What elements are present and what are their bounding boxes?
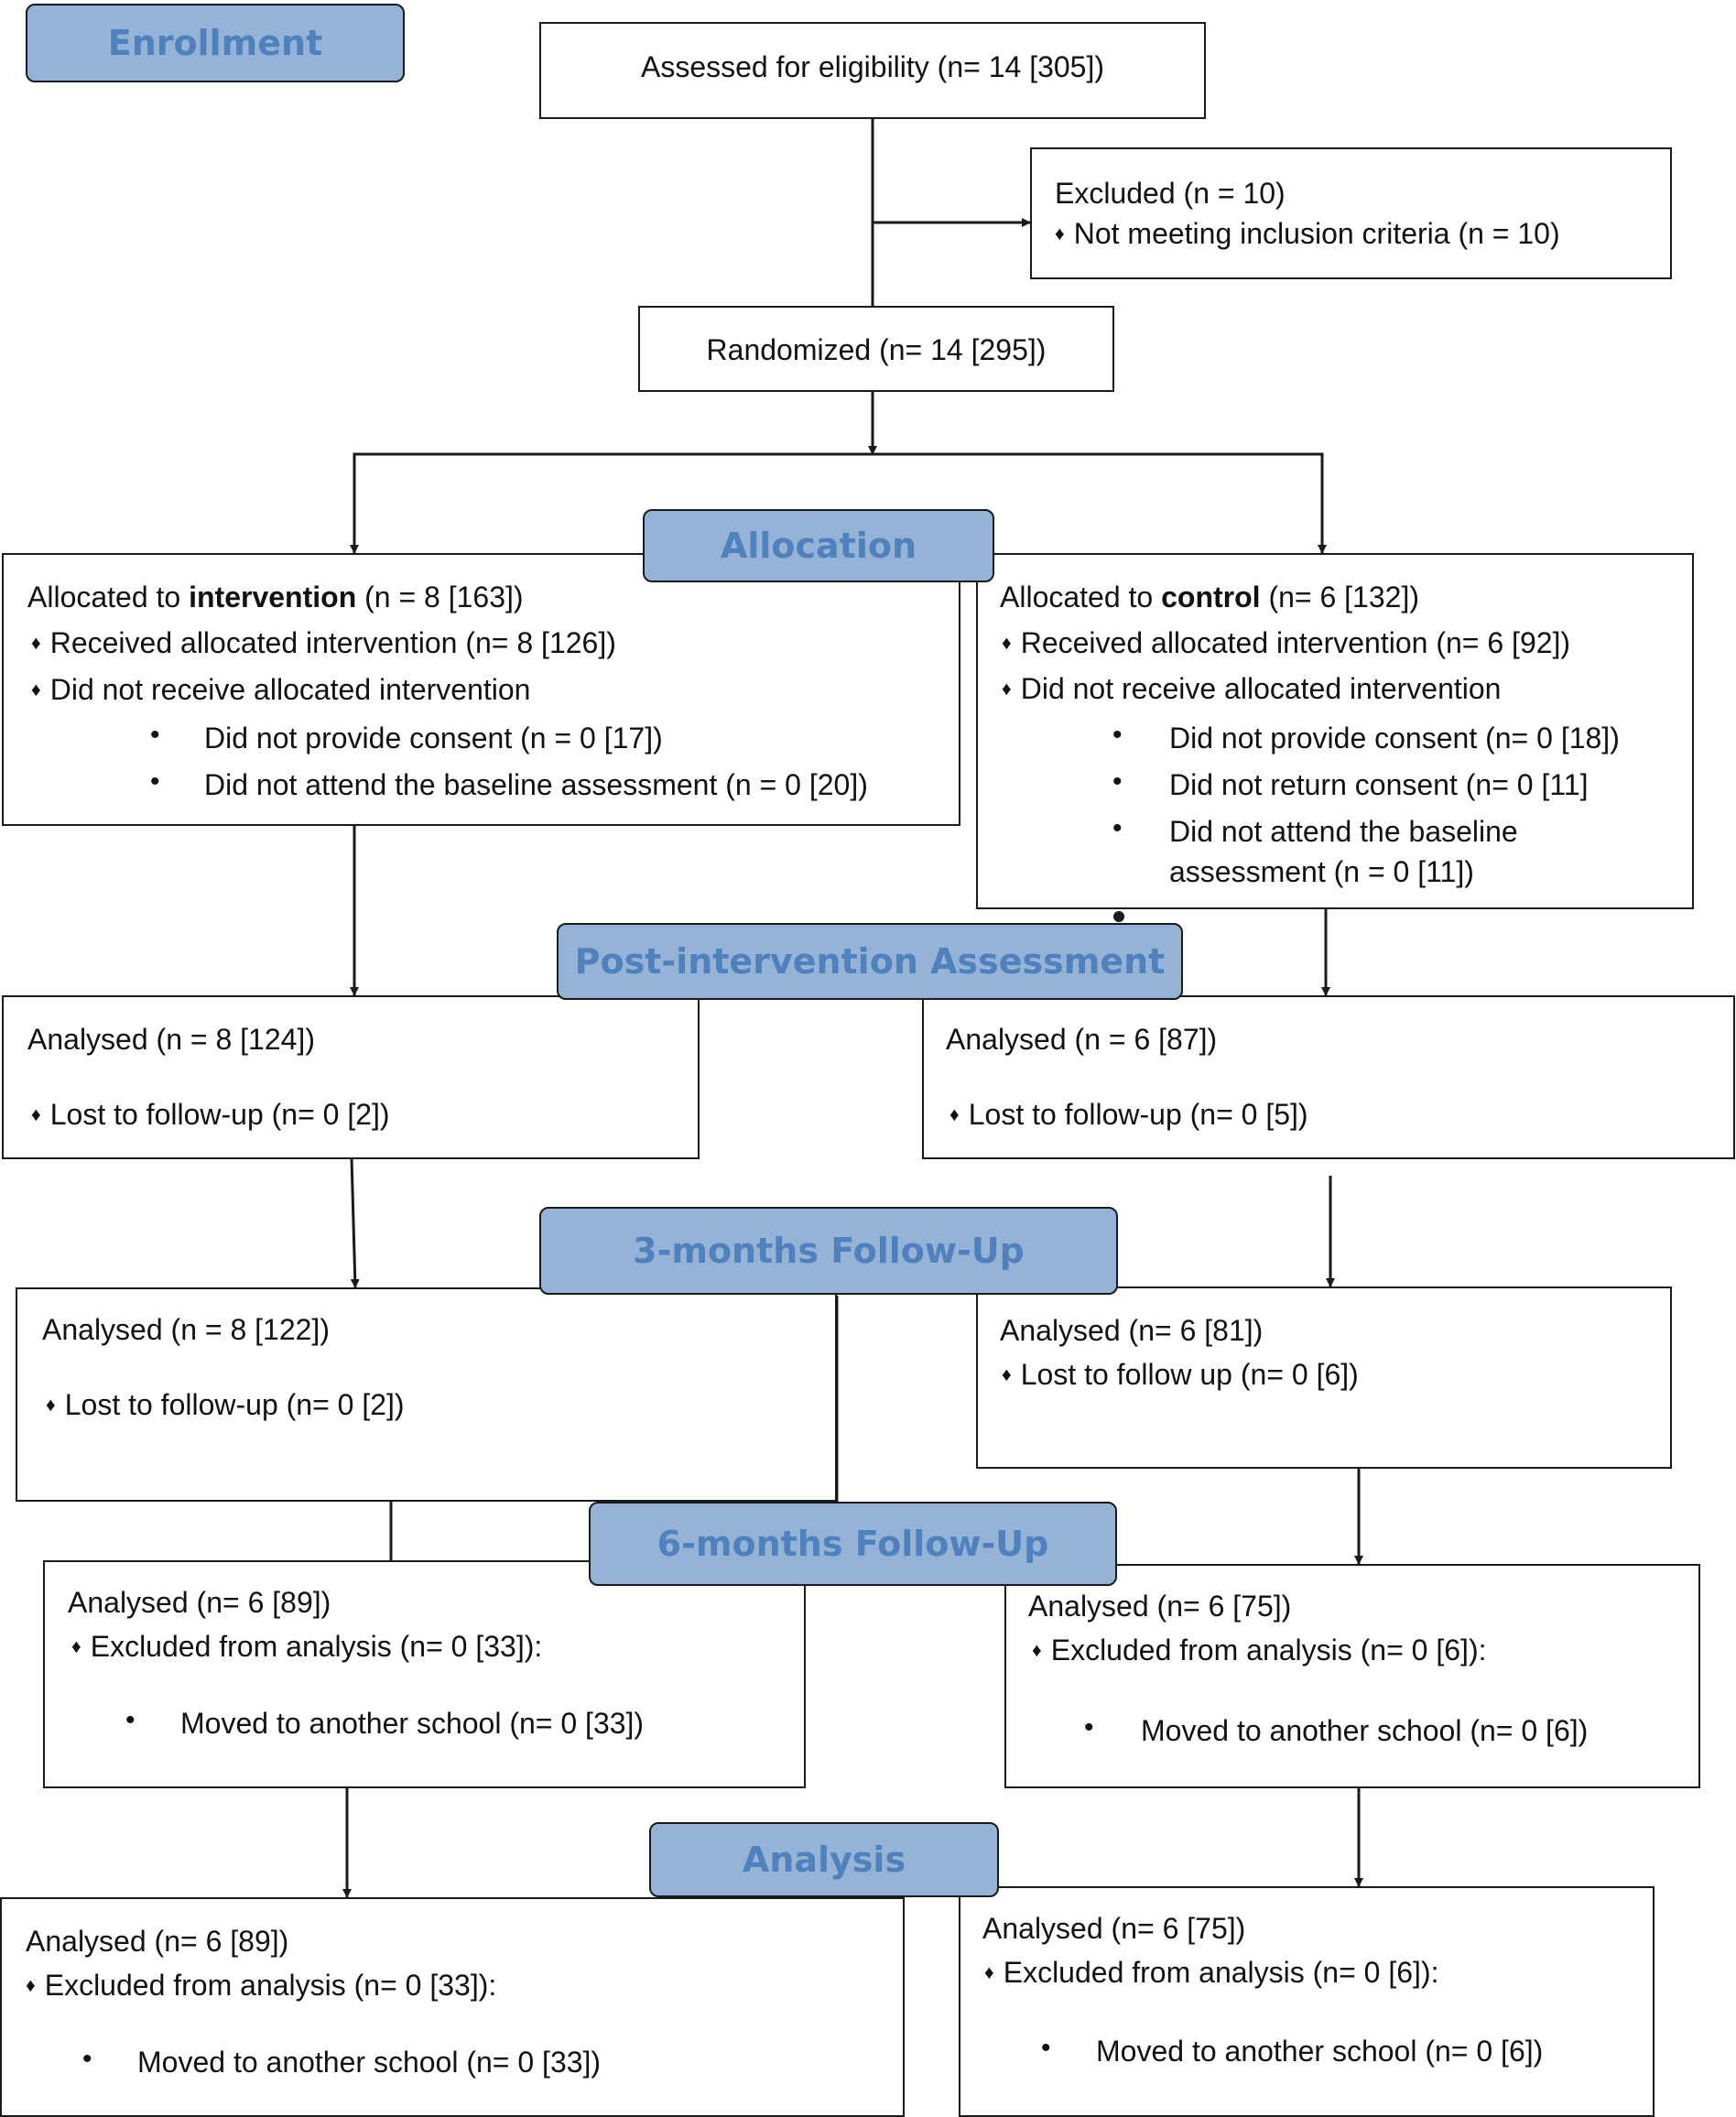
control-3m-lost: Lost to follow up (n= 0 [6]) <box>1002 1356 1359 1393</box>
stage-6-months: 6-months Follow-Up <box>589 1502 1117 1586</box>
control-baseline-line1: Did not attend the baseline <box>1169 815 1518 848</box>
control-6m-excluded: Excluded from analysis (n= 0 [6]): <box>1032 1632 1487 1668</box>
intervention-analysis-analysed: Analysed (n= 6 [89]) <box>26 1925 289 1958</box>
split-line <box>353 452 1324 553</box>
excluded-box: Excluded (n = 10) Not meeting inclusion … <box>1030 147 1672 279</box>
control-consent: Did not provide consent (n= 0 [18]) <box>1169 722 1620 755</box>
intervention-post-box: Analysed (n = 8 [124]) Lost to follow-up… <box>2 995 700 1159</box>
stage-enrollment: Enrollment <box>26 4 405 82</box>
control-alloc-bold: control <box>1161 581 1261 613</box>
control-post-lost: Lost to follow-up (n= 0 [5]) <box>949 1096 1308 1133</box>
assessed-text: Assessed for eligibility (n= 14 [305]) <box>640 50 1105 83</box>
bullet-dot: • <box>82 2044 92 2074</box>
stage-analysis: Analysis <box>649 1822 999 1897</box>
control-alloc-suffix: (n= 6 [132]) <box>1260 581 1419 613</box>
intervention-3m-analysed: Analysed (n = 8 [122]) <box>42 1313 330 1346</box>
intervention-analysis-moved: Moved to another school (n= 0 [33]) <box>137 2046 602 2079</box>
control-alloc-title: Allocated to control (n= 6 [132]) <box>1000 579 1419 615</box>
control-6m-box: Analysed (n= 6 [75]) Excluded from analy… <box>1004 1564 1700 1788</box>
arrow-3m-intervention <box>350 1156 360 1288</box>
stray-dot <box>1113 911 1124 922</box>
intervention-received: Received allocated intervention (n= 8 [1… <box>31 624 616 661</box>
control-not-received: Did not receive allocated intervention <box>1002 670 1502 707</box>
control-analysis-box: Analysed (n= 6 [75]) Excluded from analy… <box>959 1886 1655 2117</box>
control-3m-box: Analysed (n= 6 [81]) Lost to follow up (… <box>976 1286 1672 1469</box>
intervention-3m-box: Analysed (n = 8 [122]) Lost to follow-up… <box>16 1287 837 1502</box>
control-post-analysed: Analysed (n = 6 [87]) <box>946 1023 1218 1056</box>
intervention-not-received: Did not receive allocated intervention <box>31 671 531 708</box>
bullet-dot: • <box>150 766 160 797</box>
intervention-post-lost: Lost to follow-up (n= 0 [2]) <box>31 1096 390 1133</box>
intervention-analysis-box: Analysed (n= 6 [89]) Excluded from analy… <box>0 1897 905 2117</box>
intervention-6m-excluded: Excluded from analysis (n= 0 [33]): <box>71 1628 543 1665</box>
intervention-alloc-suffix: (n = 8 [163]) <box>356 581 524 613</box>
control-6m-moved: Moved to another school (n= 0 [6]) <box>1141 1714 1589 1747</box>
control-6m-analysed: Analysed (n= 6 [75]) <box>1028 1590 1292 1623</box>
stage-post-intervention: Post-intervention Assessment <box>557 923 1183 1000</box>
control-analysis-excluded: Excluded from analysis (n= 0 [6]): <box>984 1954 1439 1991</box>
control-3m-analysed: Analysed (n= 6 [81]) <box>1000 1314 1264 1347</box>
intervention-alloc-bold: intervention <box>189 581 357 613</box>
intervention-6m-analysed: Analysed (n= 6 [89]) <box>68 1586 331 1619</box>
control-analysis-analysed: Analysed (n= 6 [75]) <box>982 1912 1246 1945</box>
control-baseline-line2: assessment (n = 0 [11]) <box>1169 855 1474 888</box>
stage-3-months: 3-months Follow-Up <box>539 1207 1118 1295</box>
assessed-box: Assessed for eligibility (n= 14 [305]) <box>539 22 1206 119</box>
bullet-dot: • <box>125 1705 136 1735</box>
control-received: Received allocated intervention (n= 6 [9… <box>1002 624 1570 661</box>
control-return-consent: Did not return consent (n= 0 [11] <box>1169 768 1589 801</box>
intervention-alloc-title: Allocated to intervention (n = 8 [163]) <box>27 579 524 615</box>
control-analysis-moved: Moved to another school (n= 0 [6]) <box>1096 2035 1544 2068</box>
bullet-dot: • <box>1112 766 1123 797</box>
randomized-text: Randomized (n= 14 [295]) <box>706 333 1047 366</box>
excluded-reason: Not meeting inclusion criteria (n = 10) <box>1055 215 1560 252</box>
intervention-baseline: Did not attend the baseline assessment (… <box>204 768 868 801</box>
intervention-6m-moved: Moved to another school (n= 0 [33]) <box>180 1707 645 1740</box>
bullet-dot: • <box>1112 813 1123 843</box>
bullet-dot: • <box>1112 720 1123 750</box>
control-alloc-prefix: Allocated to <box>1000 581 1162 613</box>
control-allocation-box: Allocated to control (n= 6 [132]) Receiv… <box>976 553 1694 909</box>
bullet-dot: • <box>150 720 160 750</box>
intervention-analysis-excluded: Excluded from analysis (n= 0 [33]): <box>26 1967 497 2003</box>
excluded-title: Excluded (n = 10) <box>1055 177 1286 210</box>
randomized-box: Randomized (n= 14 [295]) <box>638 306 1114 392</box>
bullet-dot: • <box>1084 1712 1094 1742</box>
control-post-box: Analysed (n = 6 [87]) Lost to follow-up … <box>922 995 1735 1159</box>
intervention-alloc-prefix: Allocated to <box>27 581 190 613</box>
intervention-allocation-box: Allocated to intervention (n = 8 [163]) … <box>2 553 960 826</box>
intervention-6m-box: Analysed (n= 6 [89]) Excluded from analy… <box>43 1560 806 1788</box>
intervention-consent: Did not provide consent (n = 0 [17]) <box>204 722 663 755</box>
stage-allocation: Allocation <box>643 509 994 582</box>
bullet-dot: • <box>1041 2033 1051 2063</box>
intervention-post-analysed: Analysed (n = 8 [124]) <box>27 1023 315 1056</box>
intervention-3m-lost: Lost to follow-up (n= 0 [2]) <box>46 1386 405 1423</box>
